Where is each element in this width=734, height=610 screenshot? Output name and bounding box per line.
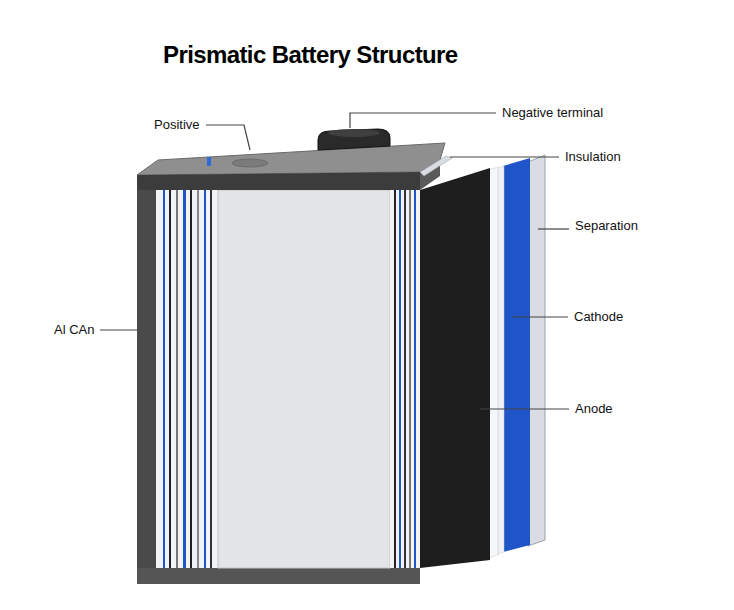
insulation-strip [420, 156, 452, 176]
separation-sheet [528, 155, 545, 546]
cathode-edge [498, 166, 504, 554]
positive-terminal [232, 159, 268, 167]
diagram-title: Prismatic Battery Structure [163, 41, 458, 69]
cathode-sheet [503, 158, 530, 552]
leader-line [206, 125, 250, 150]
part-label: Positive [154, 118, 200, 133]
can-wall [137, 175, 156, 582]
jelly-roll-face [218, 190, 390, 568]
leader-lines [100, 113, 569, 409]
part-label: Anode [575, 402, 613, 417]
lid-front [137, 172, 420, 190]
leader-line [100, 329, 140, 330]
can-bottom [137, 568, 420, 584]
part-label: Al CAn [54, 323, 94, 338]
electrode-stack [156, 190, 218, 568]
part-label: Negative terminal [502, 106, 603, 121]
leader-line [480, 408, 569, 409]
negative-terminal [318, 129, 390, 150]
part-label: Cathode [574, 310, 623, 325]
leader-line [450, 156, 559, 157]
leader-line [512, 316, 568, 317]
part-label: Insulation [565, 150, 621, 165]
part-label: Separation [575, 219, 638, 234]
can-lid [137, 143, 445, 175]
leader-line [350, 113, 496, 128]
anode-sheet [420, 168, 490, 568]
leader-line [538, 228, 569, 229]
